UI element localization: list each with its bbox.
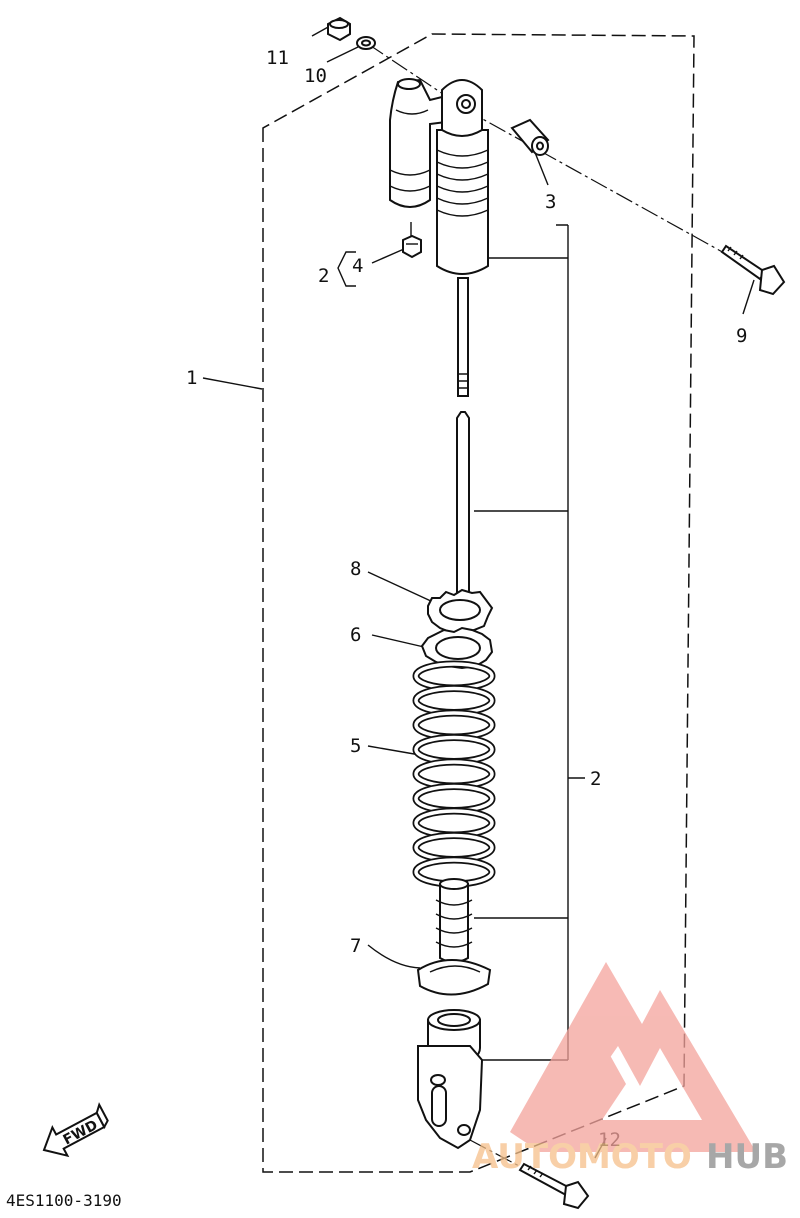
bump-rubber (435, 878, 473, 963)
spring-coil (414, 686, 494, 715)
label-spring: 5 (350, 735, 361, 757)
coil-spring (412, 660, 496, 888)
spring-coil (414, 711, 494, 739)
label-bolt-top: 9 (736, 325, 747, 347)
label-spring-seat-6: 6 (350, 624, 361, 646)
spring-coil (414, 760, 494, 788)
label-nut-top: 11 (266, 47, 289, 69)
bushing (510, 118, 550, 156)
nut-group-bracket (337, 251, 356, 287)
spring-coil (414, 735, 494, 764)
upper-rod (457, 277, 469, 397)
shock-cylinder (436, 79, 489, 275)
catalog-code: 4ES1100-3190 (6, 1191, 122, 1210)
label-spring-seat-8: 8 (350, 558, 361, 580)
label-assembly: 1 (186, 367, 197, 389)
watermark-text-2: HUB (706, 1137, 788, 1177)
stopper-ring (416, 959, 492, 996)
spring-seat-upper (427, 588, 494, 636)
watermark-text-1: AUTOMOTO (472, 1137, 692, 1177)
bottom-bolt (469, 1139, 590, 1210)
watermark-triangle-icon (510, 962, 756, 1152)
lower-clevis (417, 1009, 484, 1150)
label-stopper: 7 (350, 935, 361, 957)
spring-seat-lower (420, 626, 494, 670)
spring-coil (414, 809, 494, 837)
fwd-arrow-icon: FWD (42, 1102, 109, 1158)
lower-rod (456, 411, 470, 611)
label-nut-group: 2 (318, 265, 329, 287)
watermark-logo: AUTOMOTO HUB (472, 962, 788, 1177)
label-absorber: 2 (590, 768, 601, 790)
label-washer: 10 (304, 65, 327, 87)
spring-coil (414, 833, 494, 862)
top-bolt (720, 244, 786, 296)
label-bushing: 3 (545, 191, 556, 213)
reservoir (389, 78, 447, 208)
washer (356, 36, 376, 50)
spring-coil (414, 784, 494, 813)
absorber-bracket (474, 224, 585, 1061)
label-nut: 4 (352, 255, 363, 277)
top-nut (327, 16, 351, 42)
reservoir-nut (402, 234, 422, 259)
